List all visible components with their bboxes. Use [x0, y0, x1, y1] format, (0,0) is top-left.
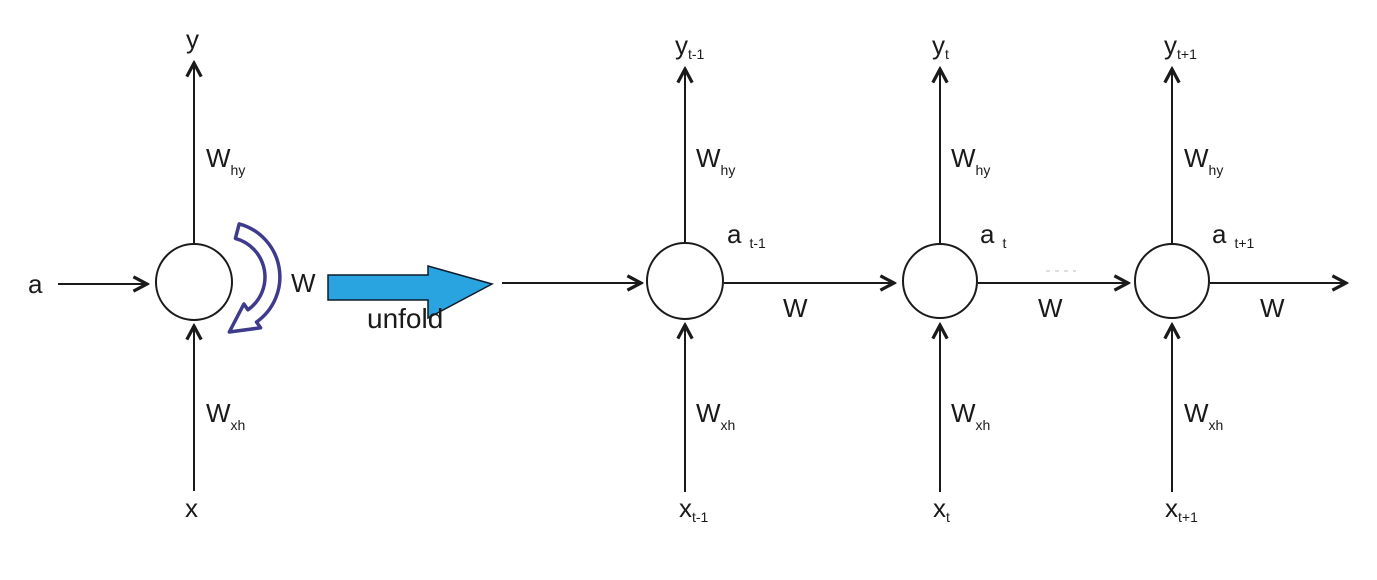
input-label-t-1: xt-1: [679, 493, 709, 525]
weight-xh-label-t: Wxh: [951, 398, 991, 433]
input-label-t+1: xt+1: [1165, 493, 1198, 525]
node-circle-t+1: [1134, 243, 1210, 319]
folded-output-label: y: [186, 24, 199, 54]
recurrent-loop-icon: [227, 222, 282, 334]
weight-hy-label-t+1: Why: [1184, 143, 1224, 178]
node-circle-t-1: [646, 242, 724, 320]
weight-next-label-t: W: [1038, 293, 1063, 323]
folded-weight-hy-label: Why: [206, 143, 246, 178]
weight-hy-label-t-1: Why: [696, 143, 736, 178]
output-label-t+1: yt+1: [1164, 30, 1197, 62]
weight-next-label-t-1: W: [783, 293, 808, 323]
weight-xh-label-t-1: Wxh: [696, 398, 736, 433]
folded-input-label: x: [185, 493, 198, 523]
folded-weight-xh-label: Wxh: [206, 398, 246, 433]
folded-node-circle: [155, 243, 233, 321]
unfold-label: unfold: [367, 303, 444, 334]
output-label-t-1: yt-1: [675, 30, 705, 62]
input-label-t: xt: [933, 493, 950, 525]
weight-next-label-t+1: W: [1260, 293, 1285, 323]
node-circle-t: [902, 243, 978, 319]
weight-xh-label-t+1: Wxh: [1184, 398, 1224, 433]
folded-recurrent-weight-label: W: [291, 268, 316, 298]
unfold-arrow-icon: [327, 265, 495, 320]
weight-hy-label-t: Why: [951, 143, 991, 178]
output-label-t: yt: [932, 30, 949, 62]
folded-state-label: a: [28, 269, 43, 299]
